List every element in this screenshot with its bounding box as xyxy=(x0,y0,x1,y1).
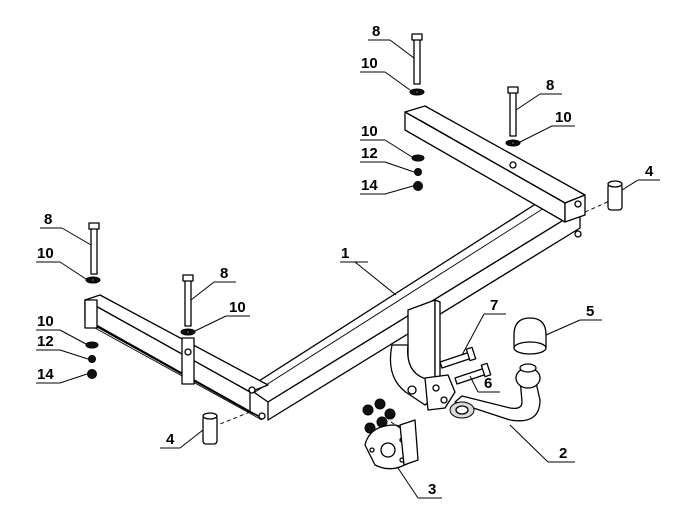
label-part-8-left-outer: 8 xyxy=(44,211,52,228)
label-part-8-top-center: 8 xyxy=(372,23,380,40)
tow-ball-neck xyxy=(449,363,541,422)
label-part-5: 5 xyxy=(586,303,594,320)
part-labels: 1 2 3 4 4 5 6 7 8 8 8 8 10 10 10 10 10 1… xyxy=(37,23,654,498)
ball-cap xyxy=(513,317,547,355)
label-part-10-top-center: 10 xyxy=(361,55,378,72)
label-part-10-left-outer: 10 xyxy=(37,245,54,262)
label-part-4-left: 4 xyxy=(166,431,175,448)
label-part-10-left-lower: 10 xyxy=(37,313,54,330)
label-part-1: 1 xyxy=(341,245,349,262)
center-mount-bracket xyxy=(389,299,456,411)
label-part-10-left-inner: 10 xyxy=(229,299,246,316)
nuts-and-socket-plate xyxy=(362,398,419,470)
label-part-12-left: 12 xyxy=(37,333,54,350)
label-part-12-center: 12 xyxy=(361,145,378,162)
leader-lines xyxy=(36,39,660,499)
label-part-8-left-inner: 8 xyxy=(220,265,228,282)
label-part-14-center: 14 xyxy=(361,177,378,194)
label-part-14-left: 14 xyxy=(37,366,54,383)
label-part-8-top-right: 8 xyxy=(546,77,554,94)
label-part-2: 2 xyxy=(559,445,567,462)
bolts-and-washers xyxy=(85,33,521,379)
right-side-bracket xyxy=(404,105,623,238)
bolts-6-7 xyxy=(439,346,492,385)
label-part-10-mid-center: 10 xyxy=(361,123,378,140)
label-part-10-top-right: 10 xyxy=(555,109,572,126)
label-part-6: 6 xyxy=(484,375,492,392)
left-side-bracket xyxy=(84,294,269,445)
label-part-4-right: 4 xyxy=(645,163,654,180)
label-part-7: 7 xyxy=(490,297,498,314)
label-part-3: 3 xyxy=(428,481,436,498)
